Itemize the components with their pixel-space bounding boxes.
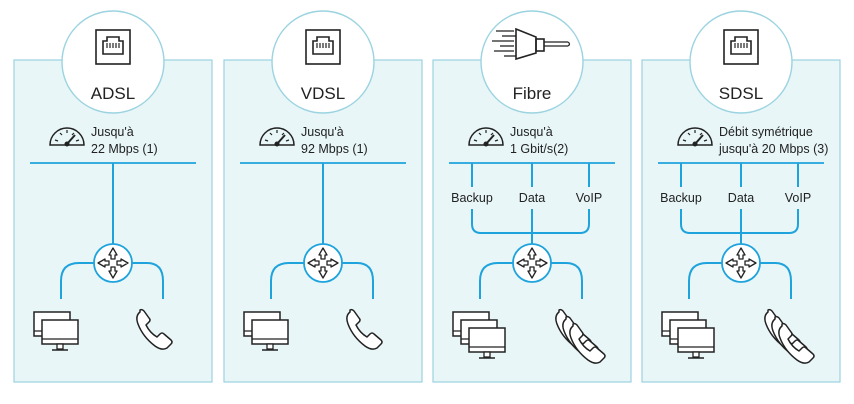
branch-right bbox=[551, 262, 583, 299]
router-icon bbox=[512, 243, 552, 283]
channel-label: Backup bbox=[451, 191, 493, 205]
channel-label: Backup bbox=[660, 191, 702, 205]
speed-label-line: jusqu'à 20 Mbps (3) bbox=[718, 142, 828, 156]
speed-label-line: 92 Mbps (1) bbox=[301, 142, 368, 156]
title-badge bbox=[271, 10, 375, 114]
speedometer-icon bbox=[49, 127, 85, 147]
title-badge bbox=[689, 10, 793, 114]
channel-label: VoIP bbox=[576, 191, 602, 205]
speed-label-line: 22 Mbps (1) bbox=[91, 142, 158, 156]
ethernet-port-icon bbox=[723, 29, 759, 65]
router-icon bbox=[721, 243, 761, 283]
branch-left bbox=[60, 262, 94, 299]
title-badge bbox=[61, 10, 165, 114]
channel-label: Data bbox=[728, 191, 754, 205]
channel-label: VoIP bbox=[785, 191, 811, 205]
ethernet-port-icon bbox=[95, 29, 131, 65]
computer-stack-icon bbox=[243, 311, 289, 351]
telephone-handset-icon bbox=[136, 308, 173, 350]
ethernet-port-icon bbox=[305, 29, 341, 65]
speed-label-line: Jusqu'à bbox=[510, 125, 553, 139]
speed-label-line: 1 Gbit/s(2) bbox=[510, 142, 568, 156]
telephone-handset-icon bbox=[764, 308, 815, 364]
computer-stack-icon bbox=[33, 311, 79, 351]
panel-title: ADSL bbox=[91, 84, 135, 103]
channel-label: Data bbox=[519, 191, 545, 205]
branch-left bbox=[479, 262, 513, 299]
merge-bracket bbox=[471, 209, 590, 234]
computer-stack-icon bbox=[661, 311, 715, 359]
merge-bracket bbox=[680, 209, 799, 234]
branch-left bbox=[270, 262, 304, 299]
panel-title: Fibre bbox=[513, 84, 552, 103]
panel-vdsl: VDSL Jusqu'à 92 Mbps (1) bbox=[223, 10, 423, 383]
router-icon bbox=[303, 243, 343, 283]
panel-title: SDSL bbox=[719, 84, 763, 103]
branch-right bbox=[760, 262, 792, 299]
speed-label-line: Débit symétrique bbox=[719, 125, 813, 139]
panel-sdsl: SDSL Débit symétrique jusqu'à 20 Mbps (3) B… bbox=[641, 10, 841, 383]
fibre-optic-connector-icon bbox=[492, 27, 571, 61]
speedometer-icon bbox=[259, 127, 295, 147]
branch-right bbox=[132, 262, 164, 299]
computer-stack-icon bbox=[452, 311, 506, 359]
branch-left bbox=[688, 262, 722, 299]
telephone-handset-icon bbox=[555, 308, 606, 364]
branch-right bbox=[342, 262, 374, 299]
panel-adsl: ADSL Jusqu'à 22 Mbps (1) bbox=[13, 10, 213, 383]
speedometer-icon bbox=[468, 127, 504, 147]
router-icon bbox=[93, 243, 133, 283]
speedometer-icon bbox=[677, 127, 713, 147]
speed-label-line: Jusqu'à bbox=[91, 125, 134, 139]
panel-title: VDSL bbox=[301, 84, 345, 103]
speed-label-line: Jusqu'à bbox=[301, 125, 344, 139]
telephone-handset-icon bbox=[346, 308, 383, 350]
